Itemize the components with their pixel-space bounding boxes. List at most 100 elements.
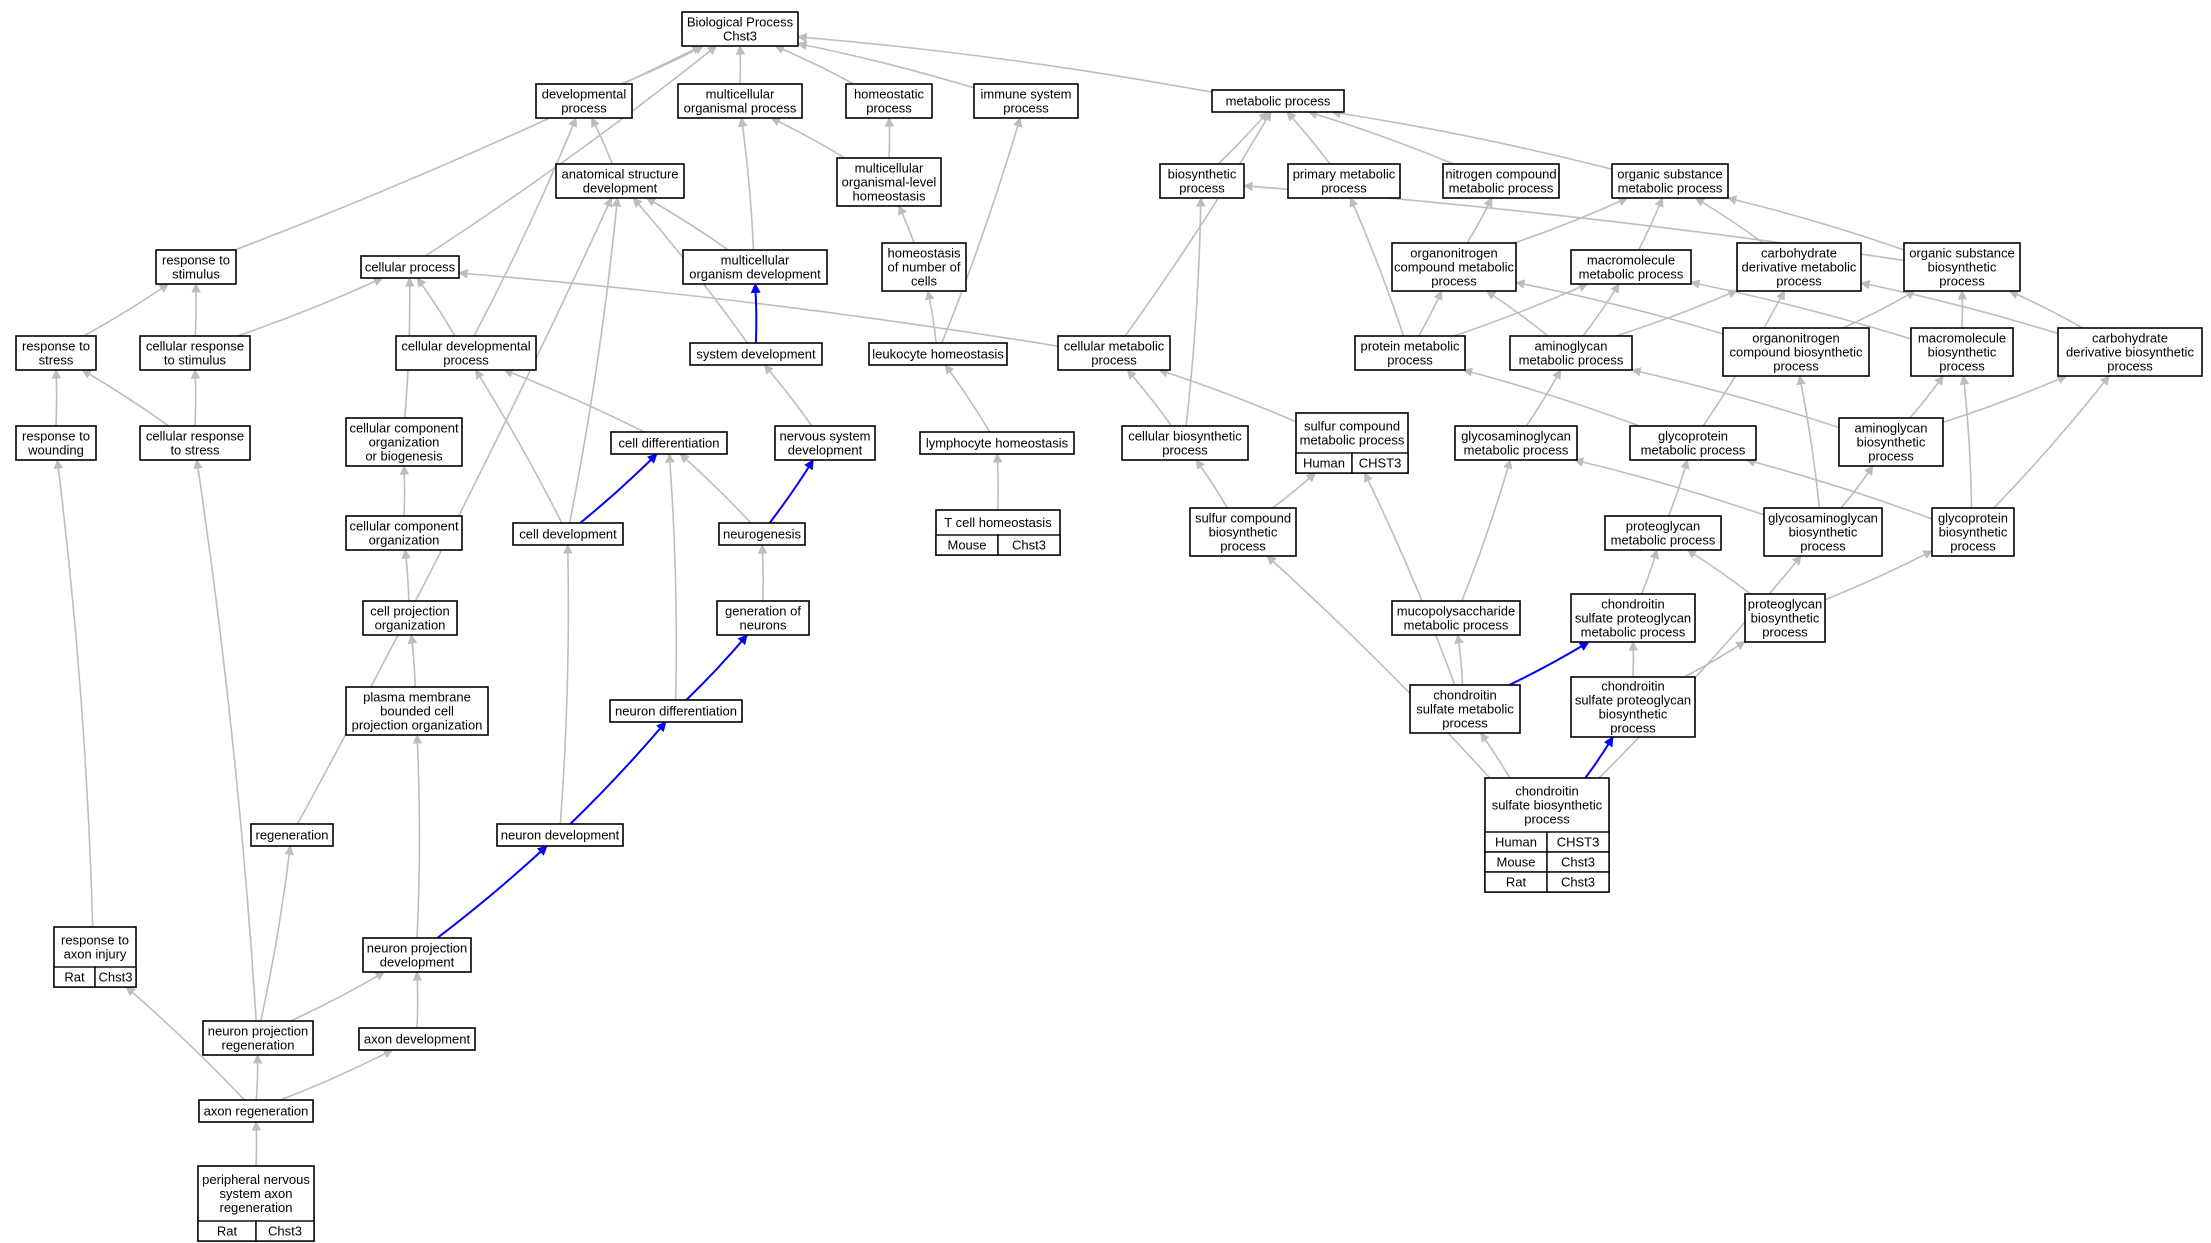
node-box [1442,163,1560,199]
node-label: cellular biosynthetic [1128,429,1242,444]
node-label: generation of [725,604,801,619]
edge-orgnitbio-to-orgsubbio [1842,290,1916,329]
node-box [677,83,803,119]
node-label: sulfate proteoglycan [1575,693,1691,708]
node-box [718,522,806,546]
node-label: process [1610,721,1656,736]
node-regen[interactable]: regeneration [250,823,334,847]
node-leuko[interactable]: leukocyte homeostasis [868,342,1008,366]
edge-csbio-to-gagbio [1598,555,1802,779]
node-label: compound metabolic [1394,260,1514,275]
node-axdev[interactable]: axon development [358,1027,476,1051]
node-label: axon injury [64,947,127,962]
node-label: organic substance [1617,167,1723,182]
node-celldiff[interactable]: cell differentiation [610,431,728,455]
node-label: process [1762,625,1808,640]
node-box [1189,507,1297,557]
edge-axregen-to-npregen [252,1054,263,1101]
node-neurondev[interactable]: neuron development [496,823,624,847]
edge-glycoprotmet-to-protmet [1462,367,1640,427]
node-label: metabolic process [1611,533,1716,548]
node-celldevel[interactable]: cell development [512,522,624,546]
edge-macrobio-to-macromet [1690,279,1912,340]
node-label: sulfur compound [1304,419,1400,434]
node-label: process [561,101,607,116]
node-label: mucopolysaccharide [1397,604,1516,619]
species-name: Rat [64,970,85,985]
edge-aminobio-to-carbbio [1942,375,2068,424]
edge-mcdev-to-anatdev [645,197,729,251]
node-cellproc[interactable]: cellular process [360,255,460,279]
node-box [1354,335,1466,371]
node-label: compound biosynthetic [1730,345,1863,360]
gene-cell [1546,871,1610,893]
node-neurdiff[interactable]: neuron differentiation [609,699,743,723]
gene-cell [94,966,137,988]
node-neurogen[interactable]: neurogenesis [718,522,806,546]
node-label: immune system [980,87,1071,102]
edge-genneur-to-neurogen [757,544,768,602]
node-lympho[interactable]: lymphocyte homeostasis [919,431,1075,455]
node-metab[interactable]: metabolic process [1211,89,1345,113]
node-sysdev[interactable]: system development [689,342,823,366]
edge-orgnitbio-to-orgnitmet [1515,279,1724,335]
node-axregen[interactable]: axon regeneration [198,1099,314,1123]
edge-neurdiff-to-genneur [685,634,748,701]
